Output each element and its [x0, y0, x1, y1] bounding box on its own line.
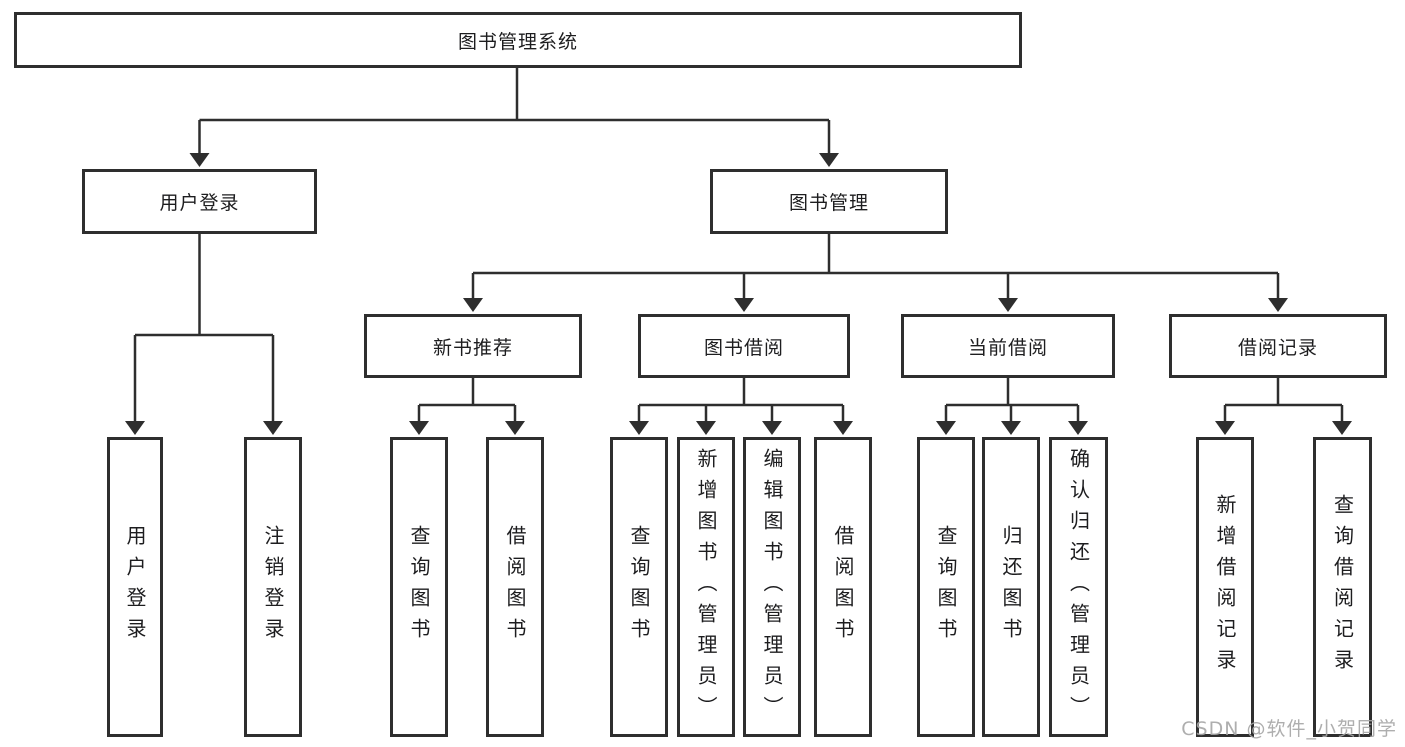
- node-book-borrow: 图书借阅: [638, 314, 850, 378]
- leaf-borrow-books-1-label: 借阅图书: [503, 525, 527, 649]
- leaf-add-borrow-record-label: 新增借阅记录: [1213, 494, 1237, 680]
- node-root-system: 图书管理系统: [14, 12, 1022, 68]
- node-root-label: 图书管理系统: [457, 30, 578, 53]
- leaf-return-books: 归还图书: [982, 437, 1040, 737]
- node-borrow-records: 借阅记录: [1169, 314, 1387, 378]
- node-current-borrow-label: 当前借阅: [967, 336, 1048, 359]
- leaf-query-borrow-record-label: 查询借阅记录: [1330, 494, 1355, 680]
- leaf-add-books-admin: 新增图书（管理员）: [677, 437, 735, 737]
- leaf-logout: 注销登录: [244, 437, 302, 737]
- node-new-book-recommend-label: 新书推荐: [432, 336, 513, 359]
- node-current-borrow: 当前借阅: [901, 314, 1115, 378]
- leaf-query-borrow-record: 查询借阅记录: [1313, 437, 1372, 737]
- leaf-user-login: 用户登录: [107, 437, 163, 737]
- leaf-query-books-2: 查询图书: [610, 437, 668, 737]
- leaf-edit-books-admin-label: 编辑图书（管理员）: [760, 447, 784, 727]
- leaf-user-login-label: 用户登录: [123, 525, 147, 649]
- leaf-borrow-books-2-label: 借阅图书: [831, 525, 855, 649]
- leaf-query-books-3: 查询图书: [917, 437, 975, 737]
- leaf-query-books-2-label: 查询图书: [627, 525, 651, 649]
- leaf-confirm-return-admin: 确认归还（管理员）: [1049, 437, 1108, 737]
- node-user-login-label: 用户登录: [159, 192, 240, 214]
- leaf-query-books-1-label: 查询图书: [407, 525, 431, 649]
- node-book-management: 图书管理: [710, 169, 948, 234]
- leaf-query-books-1: 查询图书: [390, 437, 448, 737]
- leaf-add-books-admin-label: 新增图书（管理员）: [694, 447, 718, 727]
- node-user-login: 用户登录: [82, 169, 317, 234]
- leaf-add-borrow-record: 新增借阅记录: [1196, 437, 1254, 737]
- leaf-borrow-books-1: 借阅图书: [486, 437, 544, 737]
- csdn-watermark: CSDN @软件_小贺同学: [1181, 718, 1397, 740]
- node-book-borrow-label: 图书借阅: [703, 336, 784, 359]
- leaf-confirm-return-admin-label: 确认归还（管理员）: [1066, 447, 1091, 727]
- leaf-return-books-label: 归还图书: [999, 525, 1023, 649]
- leaf-query-books-3-label: 查询图书: [934, 525, 958, 649]
- node-book-management-label: 图书管理: [788, 192, 869, 214]
- leaf-borrow-books-2: 借阅图书: [814, 437, 872, 737]
- node-new-book-recommend: 新书推荐: [364, 314, 582, 378]
- leaf-edit-books-admin: 编辑图书（管理员）: [743, 437, 801, 737]
- node-borrow-records-label: 借阅记录: [1237, 336, 1318, 359]
- leaf-logout-label: 注销登录: [261, 525, 285, 649]
